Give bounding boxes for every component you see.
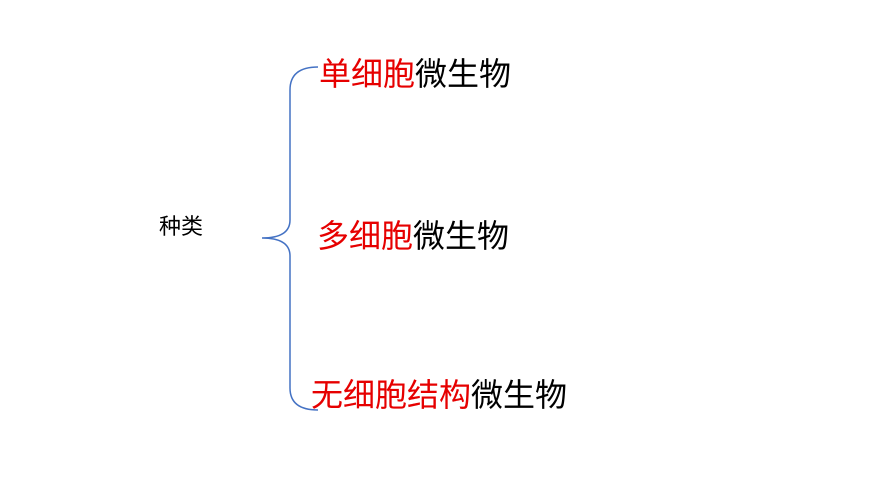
branch-acellular: 无细胞结构微生物 — [311, 375, 567, 415]
root-label: 种类 — [159, 215, 204, 240]
branch-unicellular: 单细胞微生物 — [319, 54, 511, 94]
branch-highlight: 多细胞 — [317, 217, 414, 255]
branch-highlight: 无细胞结构 — [311, 376, 472, 414]
branch-rest: 微生物 — [413, 217, 510, 255]
brace-path — [261, 66, 319, 411]
branch-highlight: 单细胞 — [319, 55, 416, 93]
branch-rest: 微生物 — [471, 376, 568, 414]
branch-multicellular: 多细胞微生物 — [317, 216, 509, 256]
branch-rest: 微生物 — [415, 55, 512, 93]
